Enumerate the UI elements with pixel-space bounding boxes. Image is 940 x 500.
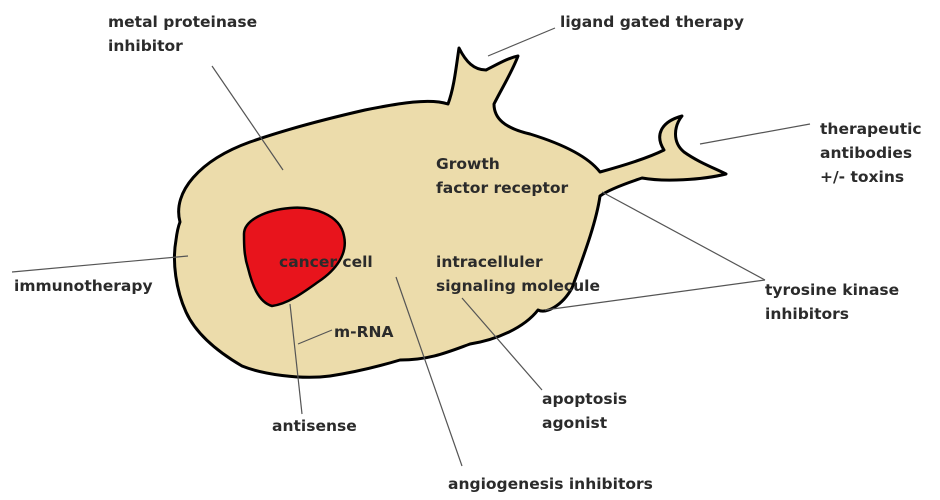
leader-line-immunotherapy xyxy=(12,256,188,272)
label-line: Growth xyxy=(436,152,568,176)
label-immunotherapy: immunotherapy xyxy=(14,274,153,298)
label-therapeutic-antibodies: therapeutic antibodies +/- toxins xyxy=(820,117,922,189)
label-line: apoptosis xyxy=(542,387,627,411)
label-ligand-gated-therapy: ligand gated therapy xyxy=(560,10,744,34)
label-line: antibodies xyxy=(820,141,922,165)
label-line: +/- toxins xyxy=(820,165,922,189)
label-intracellular-signaling-molecule: intracelluler signaling molecule xyxy=(436,250,600,298)
leader-line-ligand-gated xyxy=(488,28,555,56)
label-apoptosis-agonist: apoptosis agonist xyxy=(542,387,627,435)
label-line: tyrosine kinase xyxy=(765,278,899,302)
label-line: inhibitors xyxy=(765,302,899,326)
label-line: factor receptor xyxy=(436,176,568,200)
label-angiogenesis-inhibitors: angiogenesis inhibitors xyxy=(448,472,653,496)
label-antisense: antisense xyxy=(272,414,357,438)
label-m-rna: m-RNA xyxy=(334,320,394,344)
leader-line-antibodies xyxy=(700,124,810,144)
label-growth-factor-receptor: Growth factor receptor xyxy=(436,152,568,200)
label-line: metal proteinase xyxy=(108,10,257,34)
label-metal-proteinase-inhibitor: metal proteinase inhibitor xyxy=(108,10,257,58)
label-line: therapeutic xyxy=(820,117,922,141)
label-line: agonist xyxy=(542,411,627,435)
cancer-cell-body xyxy=(174,48,726,377)
label-line: intracelluler xyxy=(436,250,600,274)
label-cancer-cell: cancer cell xyxy=(279,250,373,274)
leader-line-tyrosine-kinase-1 xyxy=(602,192,765,280)
label-line: inhibitor xyxy=(108,34,257,58)
label-line: signaling molecule xyxy=(436,274,600,298)
label-tyrosine-kinase-inhibitors: tyrosine kinase inhibitors xyxy=(765,278,899,326)
